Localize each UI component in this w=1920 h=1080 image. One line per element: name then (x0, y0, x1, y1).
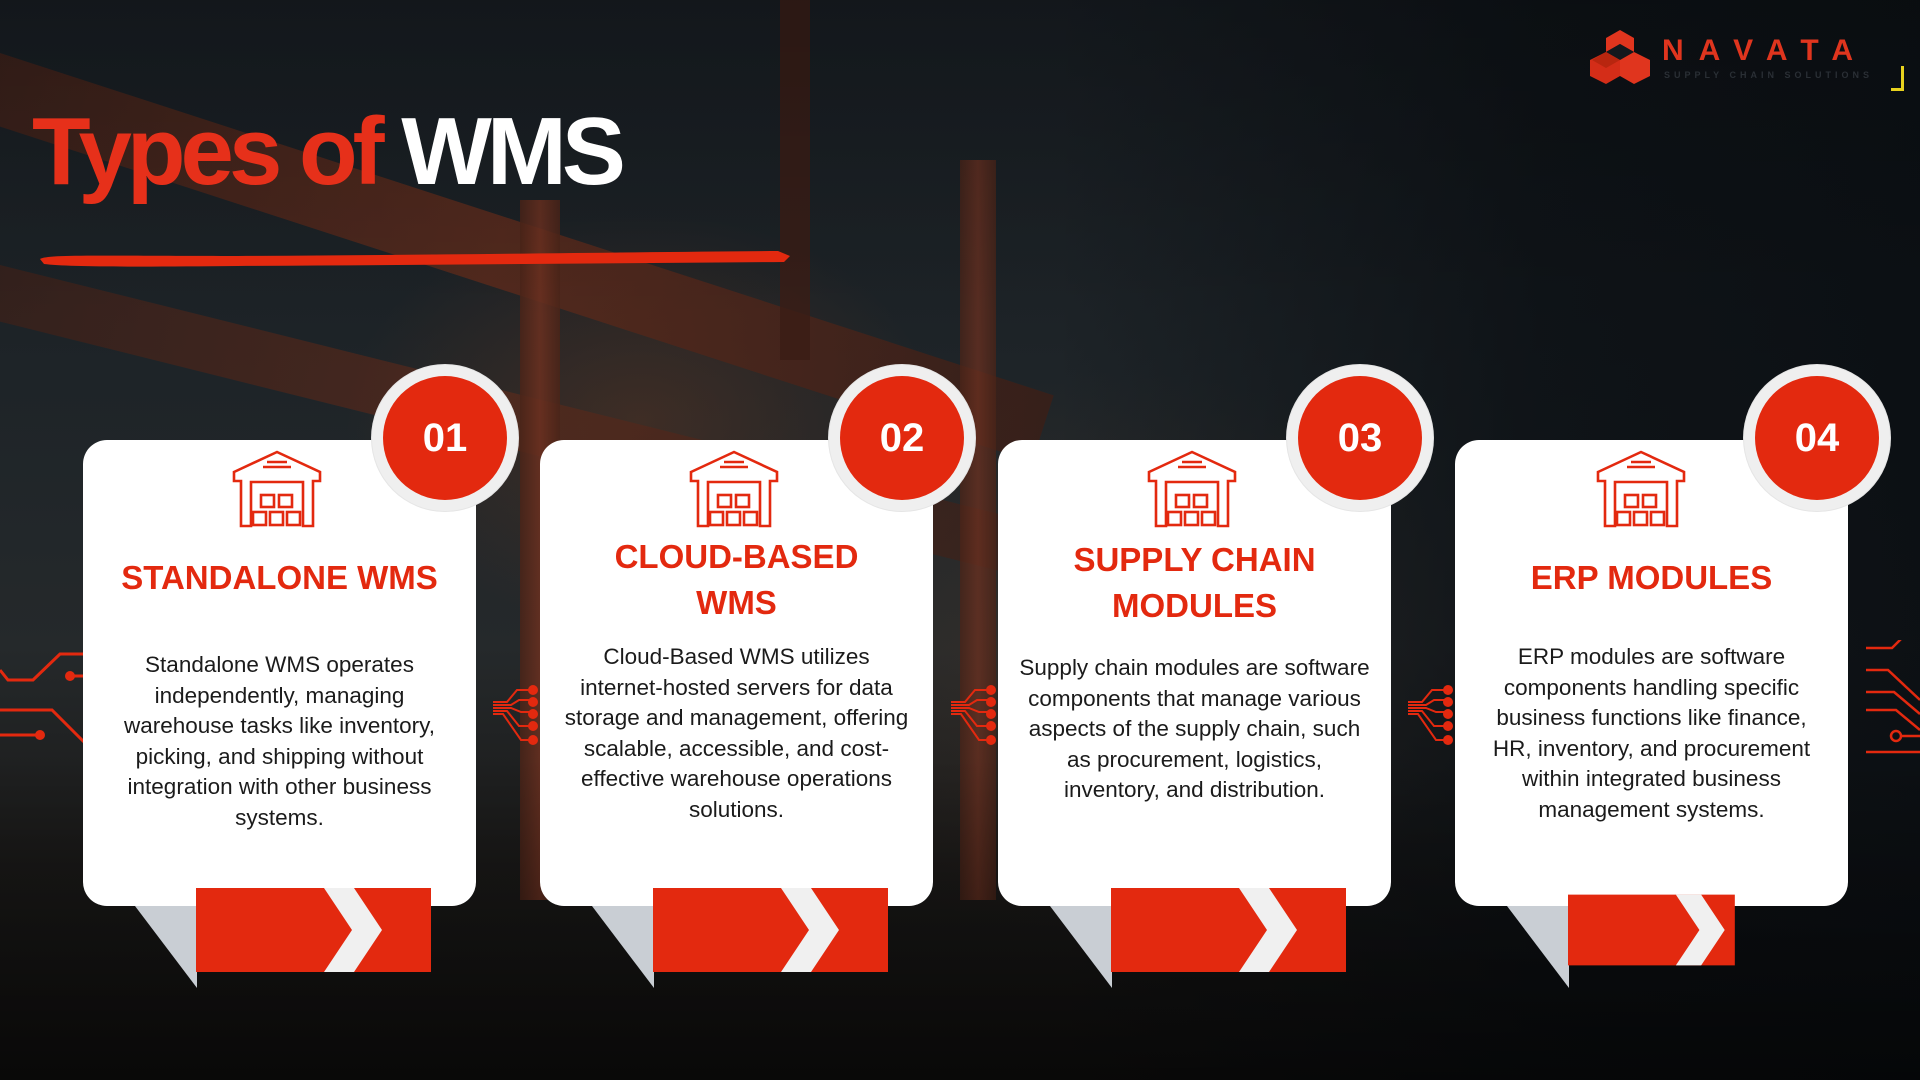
next-arrow-icon (196, 888, 431, 972)
number-badge: 01 (372, 365, 518, 511)
number-badge: 02 (829, 365, 975, 511)
badge-number: 02 (840, 376, 964, 500)
next-arrow-icon (653, 888, 888, 972)
arrow-fold-shadow (135, 906, 197, 988)
circuit-decoration (1408, 685, 1453, 745)
number-badge: 04 (1744, 365, 1890, 511)
warehouse-icon (1147, 450, 1237, 528)
logo-corner-accent (1891, 66, 1904, 91)
card-title: ERP MODULES (1530, 559, 1773, 596)
card-body: STANDALONE WMS Standalone WMS operates i… (83, 440, 476, 906)
card-description: ERP modules are software components hand… (1492, 644, 1811, 822)
wms-type-card-4: ERP MODULES ERP modules are software com… (1455, 365, 1915, 988)
next-arrow-icon (1568, 894, 1735, 966)
card-body: ERP MODULES ERP modules are software com… (1455, 440, 1848, 906)
navata-cube-icon (1590, 30, 1650, 84)
badge-number: 04 (1755, 376, 1879, 500)
warehouse-icon (1596, 450, 1686, 528)
circuit-decoration-right (1866, 640, 1920, 754)
circuit-decoration (493, 685, 538, 745)
card-title: STANDALONE WMS (121, 559, 438, 596)
card-description: Supply chain modules are software compon… (1019, 655, 1370, 803)
badge-number: 03 (1298, 376, 1422, 500)
arrow-fold-shadow (1507, 906, 1569, 988)
warehouse-icon (689, 450, 779, 528)
card-description: Standalone WMS operates independently, m… (124, 652, 435, 830)
arrow-fold-shadow (592, 906, 654, 988)
card-description: Cloud-Based WMS utilizes internet-hosted… (564, 644, 909, 822)
number-badge: 03 (1287, 365, 1433, 511)
circuit-decoration-left (0, 652, 90, 744)
brush-underline (40, 251, 790, 267)
brand-tagline: SUPPLY CHAIN SOLUTIONS (1664, 70, 1874, 80)
circuit-decoration (951, 685, 996, 745)
page-title-prefix: Types of (32, 98, 385, 205)
navata-logo: NAVATA SUPPLY CHAIN SOLUTIONS (1588, 30, 1908, 91)
arrow-fold-shadow (1050, 906, 1112, 988)
warehouse-icon (232, 450, 322, 528)
page-title: Types of WMS (32, 104, 626, 200)
wms-type-card-1: STANDALONE WMS Standalone WMS operates i… (83, 365, 543, 988)
next-arrow-icon (1111, 888, 1346, 972)
brand-name: NAVATA (1662, 34, 1869, 67)
page-title-highlight: WMS (401, 98, 626, 205)
badge-number: 01 (383, 376, 507, 500)
